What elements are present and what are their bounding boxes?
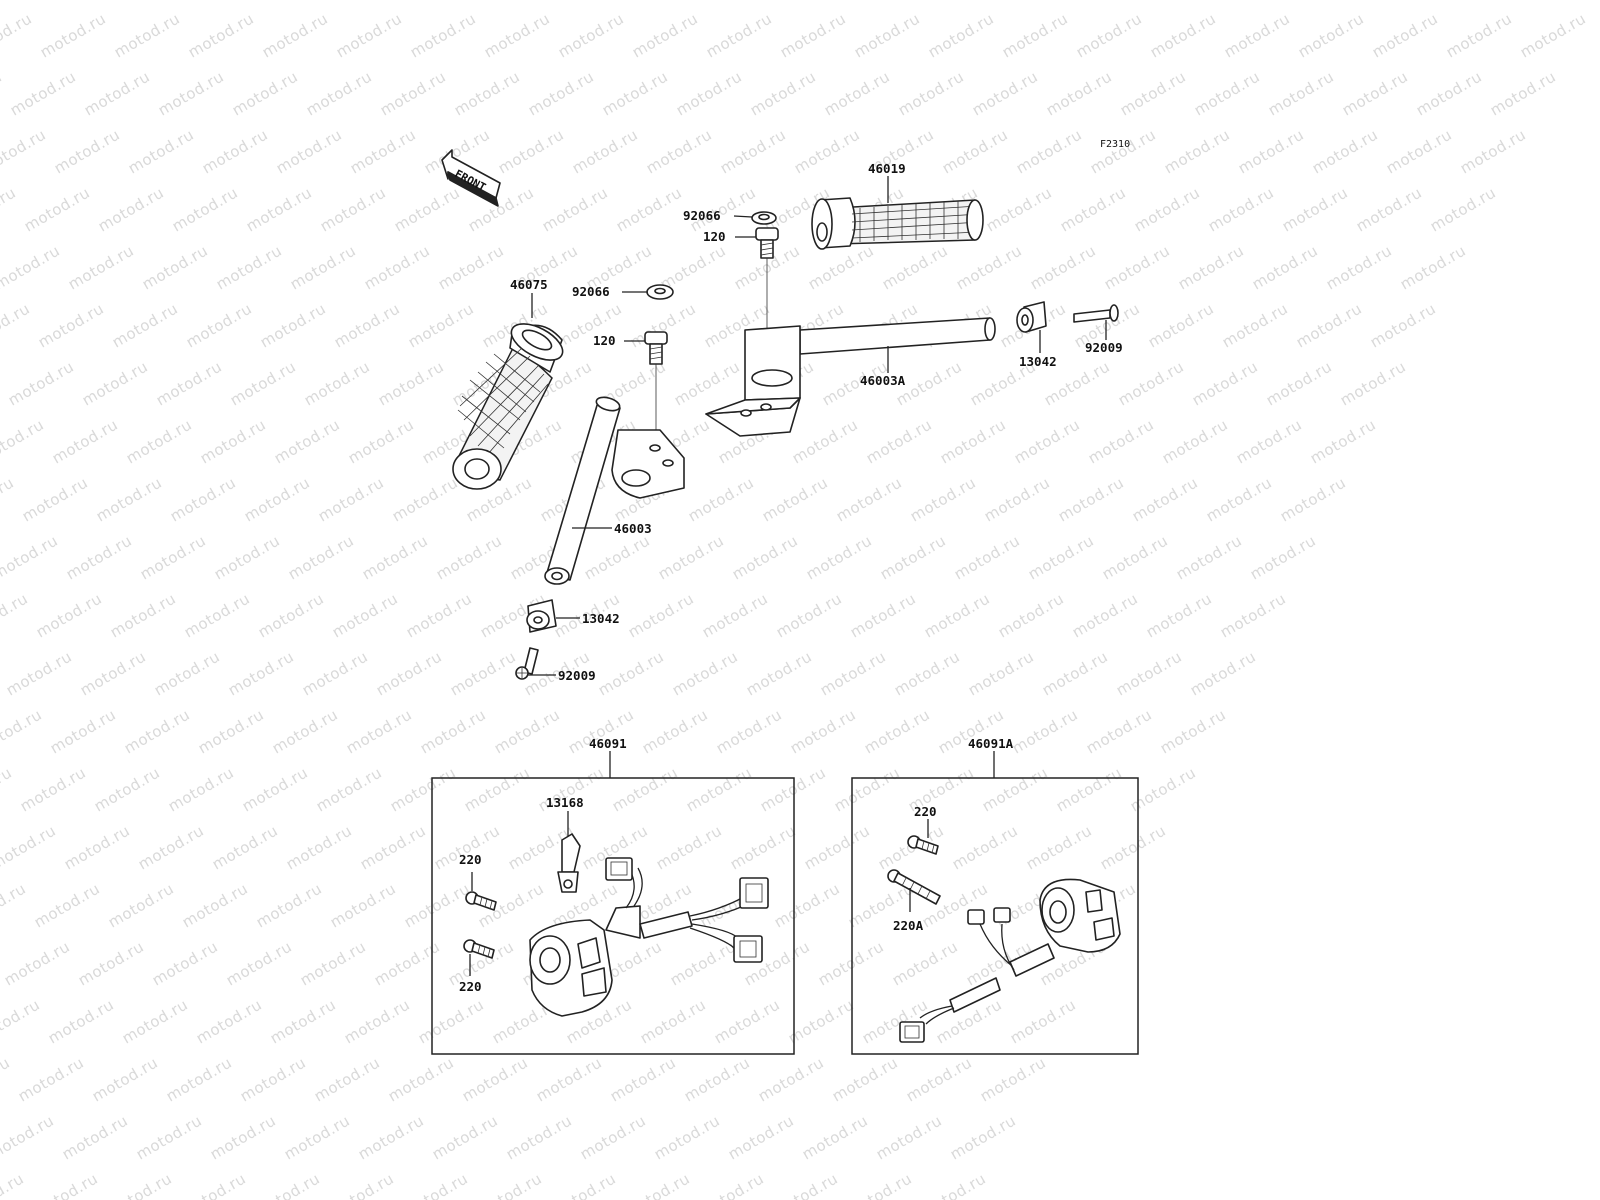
label-220-right-box: 220 bbox=[914, 804, 937, 819]
right-handlebar-46003A bbox=[705, 317, 996, 437]
screw-220-bottom-left-box bbox=[463, 939, 495, 959]
switch-kit-box-46091A bbox=[851, 777, 1139, 1055]
label-13042-right: 13042 bbox=[1019, 354, 1057, 369]
label-220-top-left-box: 220 bbox=[459, 852, 482, 867]
left-grip-46075 bbox=[452, 323, 564, 490]
bolt-120-left bbox=[644, 331, 668, 365]
label-46019: 46019 bbox=[868, 161, 906, 176]
label-92009-left: 92009 bbox=[558, 668, 596, 683]
screw-92009-right bbox=[1073, 304, 1119, 323]
label-46003A: 46003A bbox=[860, 373, 906, 388]
figure-code: F2310 bbox=[1100, 139, 1130, 150]
label-46091A: 46091A bbox=[968, 736, 1014, 751]
label-92009-right: 92009 bbox=[1085, 340, 1123, 355]
front-arrow-icon: FRONT bbox=[441, 149, 501, 207]
label-46075: 46075 bbox=[510, 277, 548, 292]
left-switch-housing bbox=[529, 857, 769, 1017]
label-220-bottom-left-box: 220 bbox=[459, 979, 482, 994]
bolt-120-right bbox=[755, 227, 779, 259]
screw-220-right-box bbox=[907, 835, 939, 855]
bar-end-weight-13042-left bbox=[526, 599, 557, 633]
right-grip-46019 bbox=[811, 197, 984, 250]
label-92066-left: 92066 bbox=[572, 284, 610, 299]
washer-92066-right bbox=[751, 211, 777, 225]
label-120-right: 120 bbox=[703, 229, 726, 244]
left-handlebar-46003 bbox=[544, 396, 685, 585]
screw-92009-left bbox=[515, 647, 539, 680]
screw-220-top-left-box bbox=[465, 891, 497, 911]
washer-92066-left bbox=[646, 284, 674, 300]
switch-lever-13168 bbox=[557, 833, 581, 893]
bar-end-weight-13042-right bbox=[1016, 301, 1047, 333]
label-120-left: 120 bbox=[593, 333, 616, 348]
leader-92066-right bbox=[733, 215, 753, 218]
label-92066-right: 92066 bbox=[683, 208, 721, 223]
screw-220A bbox=[887, 869, 941, 905]
label-46091: 46091 bbox=[589, 736, 627, 751]
label-13042-left: 13042 bbox=[582, 611, 620, 626]
switch-kit-box-46091 bbox=[431, 777, 795, 1055]
right-switch-housing bbox=[899, 878, 1121, 1043]
label-46003: 46003 bbox=[614, 521, 652, 536]
label-220A: 220A bbox=[893, 918, 924, 933]
label-13168: 13168 bbox=[546, 795, 584, 810]
